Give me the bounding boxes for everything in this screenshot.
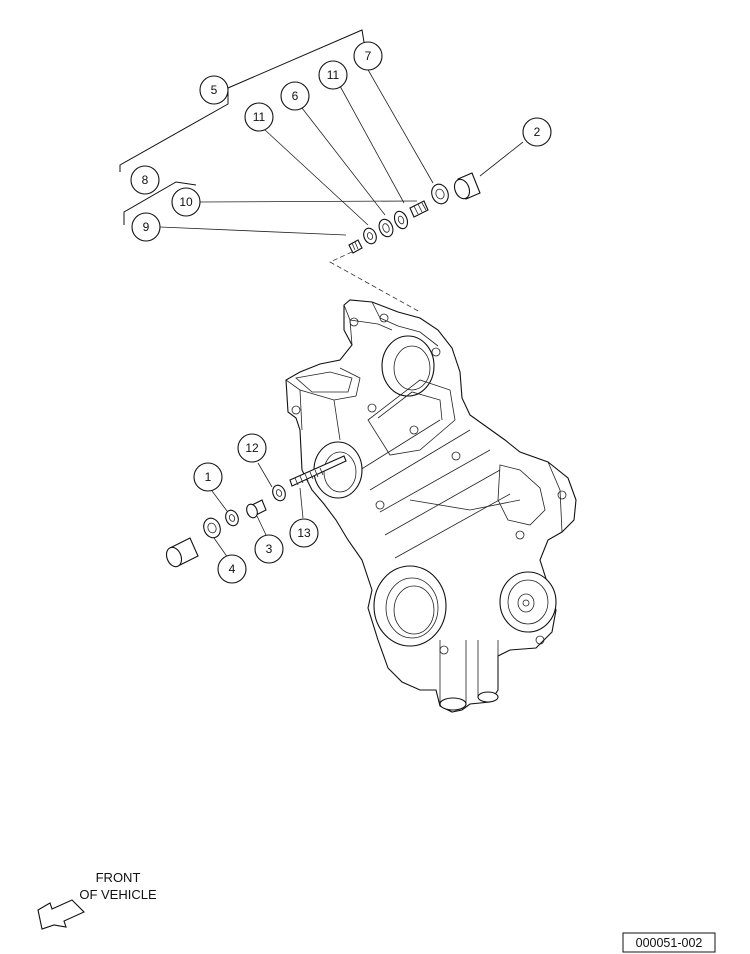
front-label-line1: FRONT — [96, 870, 141, 885]
callouts: 5 7 11 6 11 2 8 10 — [130, 41, 552, 584]
sleeve-lower — [165, 537, 199, 568]
callout-7: 7 — [353, 41, 383, 71]
svg-text:3: 3 — [266, 542, 273, 556]
svg-text:10: 10 — [179, 195, 193, 209]
svg-text:4: 4 — [229, 562, 236, 576]
front-label-line2: OF VEHICLE — [79, 887, 157, 902]
assembly-path-upper — [329, 251, 421, 313]
spring-part-9 — [348, 239, 363, 254]
sleeve-part-2 — [453, 172, 481, 200]
callout-1: 1 — [193, 462, 223, 492]
callout-2: 2 — [522, 117, 552, 147]
lower-leaders — [211, 462, 304, 559]
group-5-bracket — [119, 29, 365, 172]
callout-13: 13 — [289, 518, 319, 548]
svg-text:11: 11 — [253, 110, 266, 124]
svg-text:11: 11 — [327, 68, 340, 82]
front-cover-housing — [285, 299, 577, 713]
svg-text:2: 2 — [534, 125, 541, 139]
figure-id-box: 000051-002 — [622, 932, 716, 953]
nut-part-7 — [431, 183, 449, 205]
callout-6: 6 — [280, 81, 310, 111]
callout-5: 5 — [199, 75, 229, 105]
stud-part-10 — [409, 200, 429, 218]
long-stud-part-13 — [289, 455, 347, 487]
spacer-part-3 — [246, 499, 267, 519]
callout-3: 3 — [254, 534, 284, 564]
callout-12: 12 — [237, 433, 267, 463]
front-arrow-icon — [37, 899, 85, 930]
callout-4: 4 — [217, 554, 247, 584]
svg-text:5: 5 — [211, 83, 218, 97]
callout-10: 10 — [171, 187, 201, 217]
svg-text:13: 13 — [297, 526, 311, 540]
svg-text:7: 7 — [365, 49, 372, 63]
svg-text:9: 9 — [143, 220, 150, 234]
svg-text:8: 8 — [142, 173, 149, 187]
svg-text:6: 6 — [292, 89, 299, 103]
figure-id: 000051-002 — [636, 936, 703, 950]
callout-8: 8 — [130, 165, 160, 195]
upper-leaders — [159, 67, 524, 236]
group-8-bracket — [123, 181, 197, 225]
front-of-vehicle-indicator: FRONT OF VEHICLE — [37, 870, 157, 930]
callout-11-upper-left: 11 — [318, 60, 348, 90]
callout-9: 9 — [131, 212, 161, 242]
upper-parts — [348, 172, 481, 254]
svg-text:12: 12 — [245, 441, 259, 455]
callout-11-upper-right: 11 — [244, 102, 274, 132]
svg-text:1: 1 — [205, 470, 212, 484]
